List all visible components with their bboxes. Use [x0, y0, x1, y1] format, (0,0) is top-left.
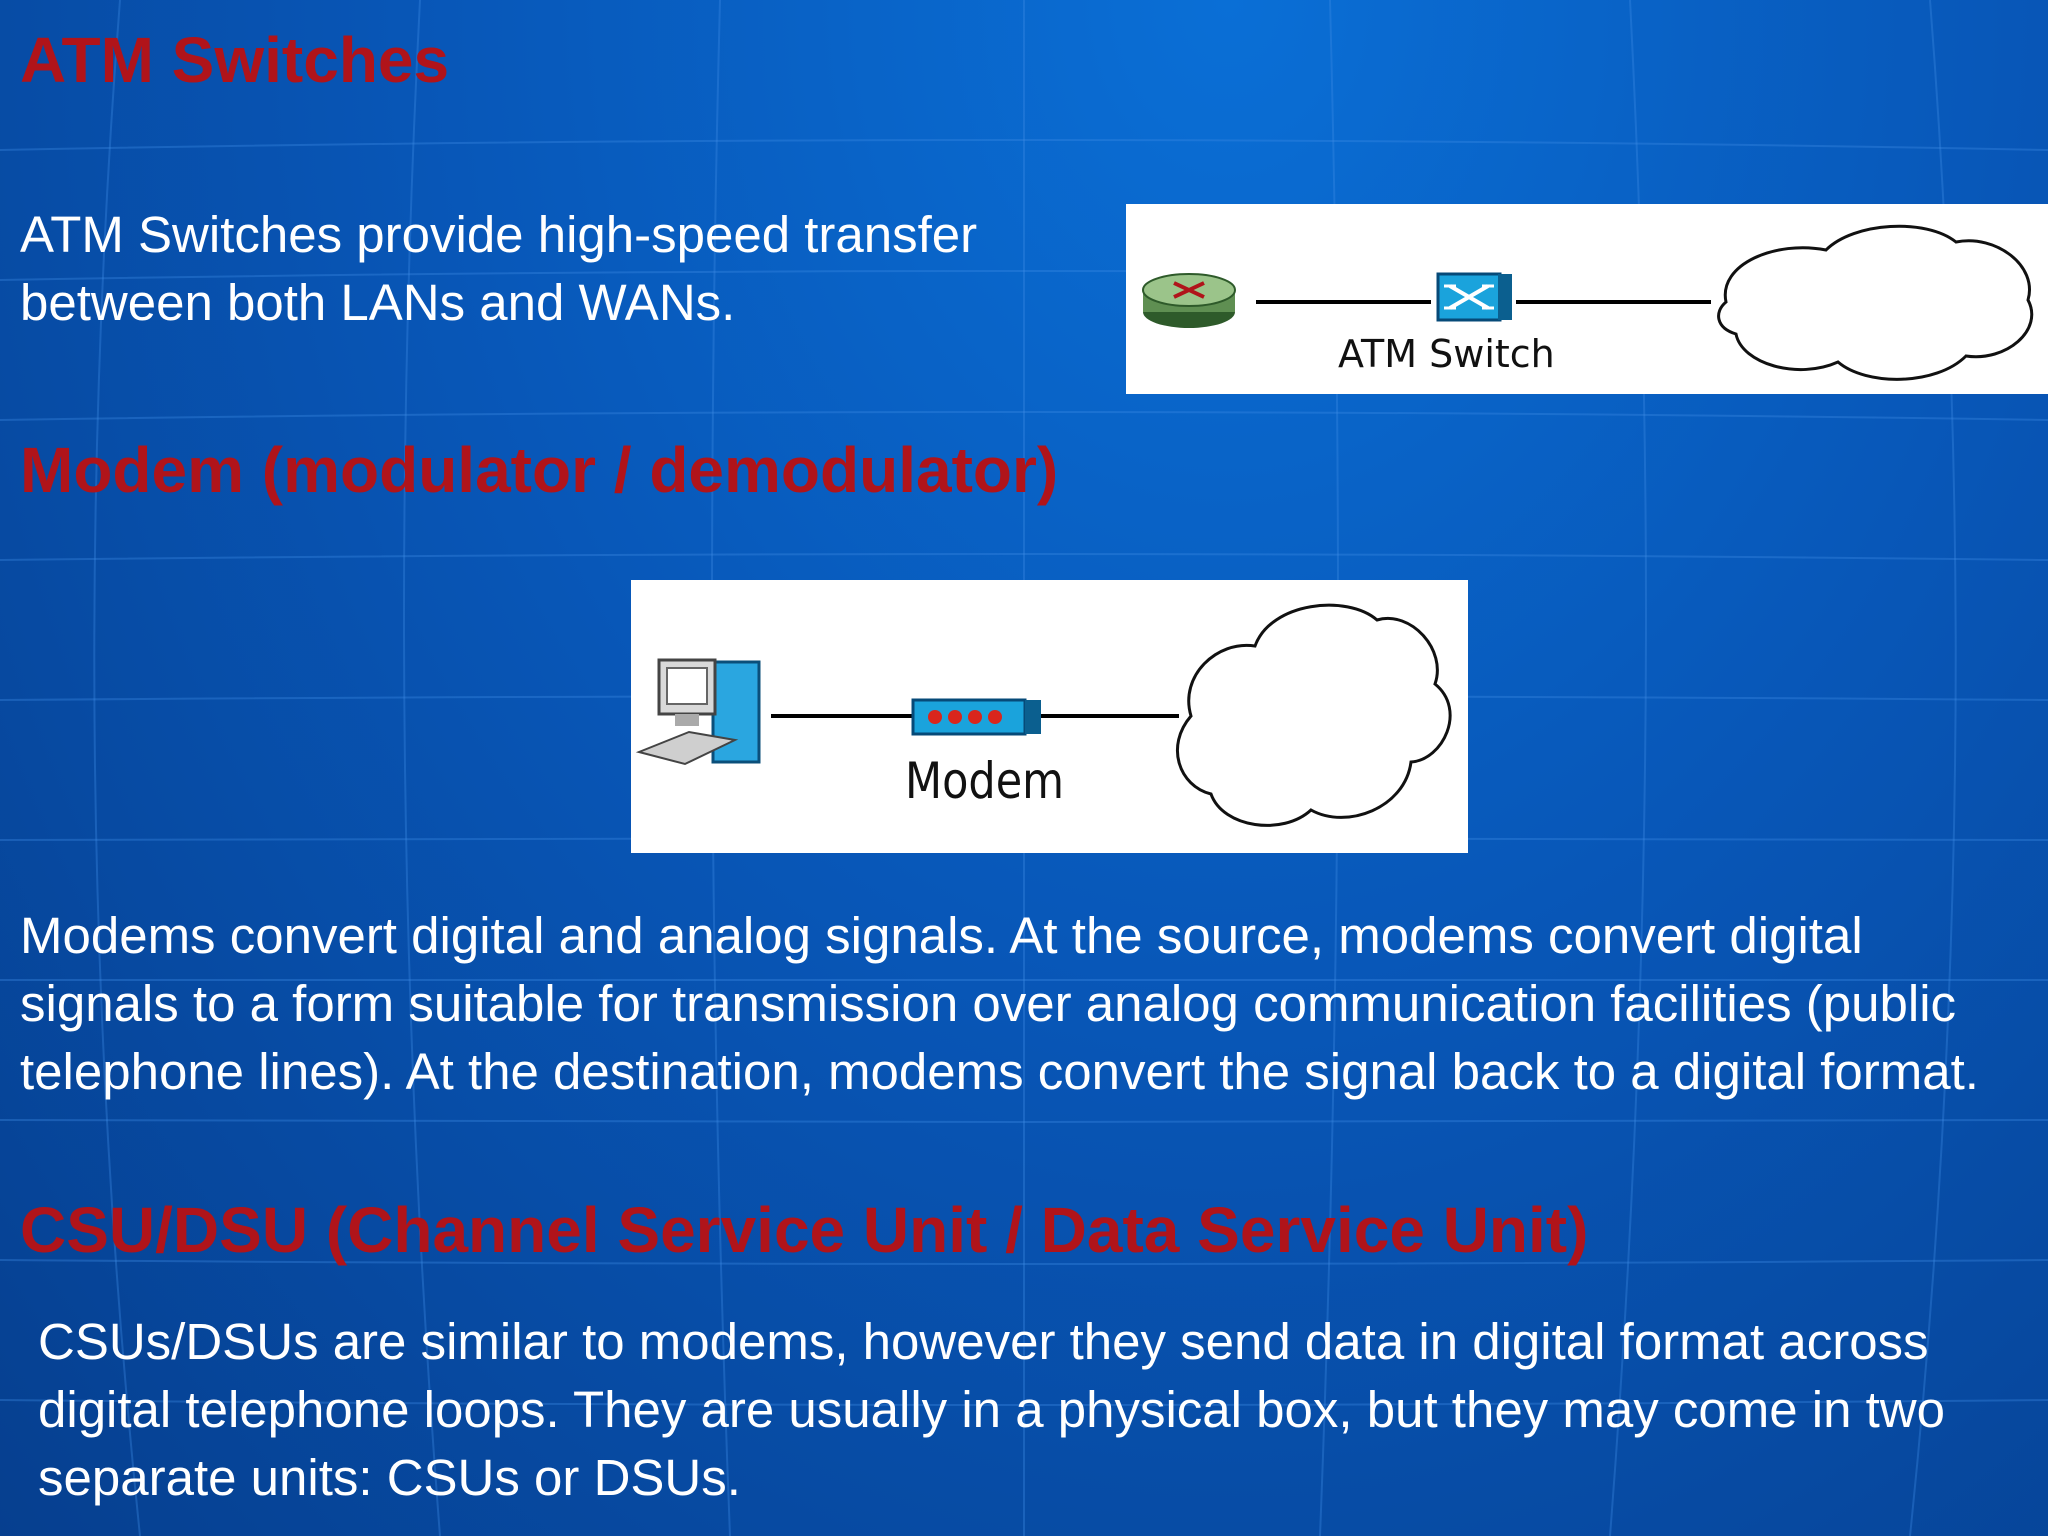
router-icon: [1142, 273, 1236, 328]
modem-diagram: Modem: [631, 580, 1468, 853]
atm-switches-heading: ATM Switches: [20, 24, 450, 96]
atm-switches-description: ATM Switches provide high-speed transfer…: [20, 206, 978, 331]
csu-dsu-heading: CSU/DSU (Channel Service Unit / Data Ser…: [20, 1194, 1589, 1266]
atm-switch-icon: [1436, 272, 1512, 322]
modem-heading: Modem (modulator / demodulator): [20, 434, 1059, 506]
csu-dsu-description: CSUs/DSUs are similar to modems, however…: [38, 1313, 1945, 1506]
modem-label: Modem: [905, 752, 1065, 810]
atm-switch-diagram: ATM Switch: [1126, 204, 2048, 394]
modem-icon: [911, 698, 1041, 736]
network-cloud-icon: [1175, 603, 1452, 827]
computer-icon: [635, 658, 761, 766]
modem-description: Modems convert digital and analog signal…: [20, 907, 1979, 1100]
atm-switch-label: ATM Switch: [1338, 332, 1555, 376]
network-cloud-icon: [1717, 224, 2034, 381]
